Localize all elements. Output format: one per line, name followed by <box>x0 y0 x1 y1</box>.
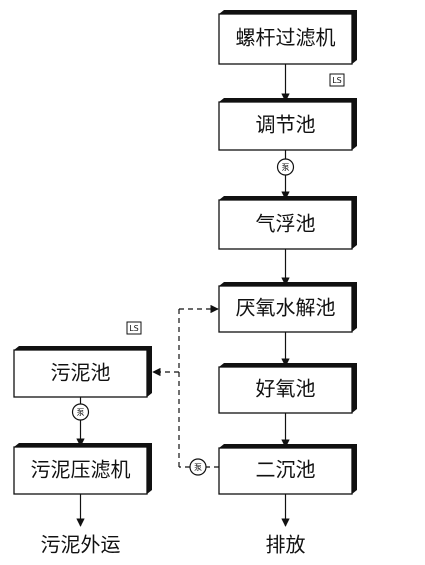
box-secondary-clarifier-label: 二沉池 <box>256 458 316 482</box>
svg-text:泵: 泵 <box>194 463 202 472</box>
box-secondary-clarifier: 二沉池 <box>218 444 357 495</box>
svg-text:泵: 泵 <box>77 408 85 417</box>
box-screw-filter-label: 螺杆过滤机 <box>236 26 336 50</box>
box-anaerobic-hydrolysis-tank: 厌氧水解池 <box>218 282 357 333</box>
svg-text:LS: LS <box>332 76 342 85</box>
pump-symbol-main: 泵 <box>276 158 295 176</box>
box-aerobic-tank-label: 好氧池 <box>256 377 316 401</box>
svg-text:LS: LS <box>129 324 139 333</box>
box-anaerobic-hydrolysis-tank-label: 厌氧水解池 <box>236 296 336 320</box>
svg-text:泵: 泵 <box>282 163 290 172</box>
box-aerobic-tank: 好氧池 <box>218 363 357 414</box>
box-sludge-tank: 污泥池 <box>13 346 152 398</box>
pump-symbol-return: 泵 <box>189 458 207 476</box>
box-air-flotation-tank-label: 气浮池 <box>256 212 316 236</box>
box-air-flotation-tank: 气浮池 <box>218 196 357 250</box>
level-switch-badge-sludge: LS <box>126 321 142 335</box>
output-discharge-label: 排放 <box>266 533 306 557</box>
sludge-return-lines <box>152 304 219 468</box>
level-switch-badge-regulating: LS <box>329 73 345 87</box>
box-regulating-tank: 调节池 <box>218 98 357 151</box>
box-screw-filter: 螺杆过滤机 <box>218 10 357 65</box>
box-regulating-tank-label: 调节池 <box>256 113 316 137</box>
box-sludge-filter-press-label: 污泥压滤机 <box>31 458 131 482</box>
pump-symbol-sludge: 泵 <box>71 403 90 421</box>
box-sludge-filter-press: 污泥压滤机 <box>13 443 152 495</box>
box-sludge-tank-label: 污泥池 <box>51 361 111 385</box>
output-sludge-transport-label: 污泥外运 <box>41 533 121 557</box>
